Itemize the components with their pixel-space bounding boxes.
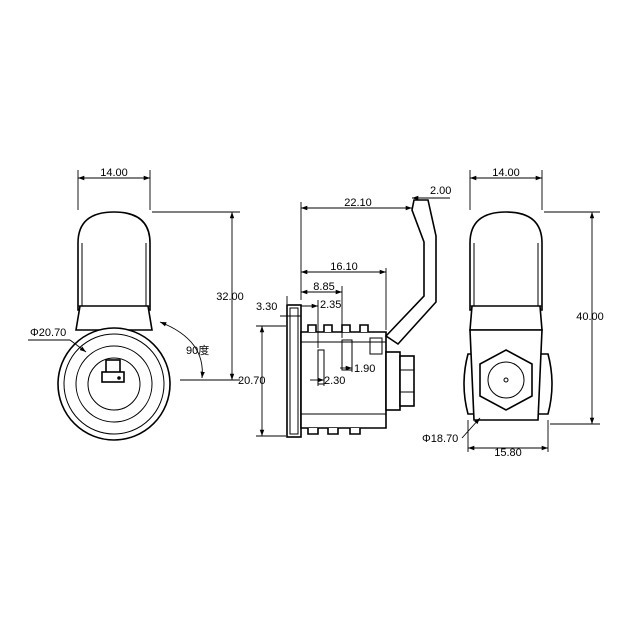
rotation-label: 90度	[186, 343, 209, 357]
rear-width-label: 14.00	[492, 167, 520, 179]
side-gap-label: 2.30	[324, 375, 345, 387]
side-body-length-label: 16.10	[330, 261, 358, 273]
rear-diameter-label: Φ18.70	[422, 433, 458, 445]
side-cam	[384, 199, 437, 346]
side-nut	[385, 351, 401, 411]
front-lock-face	[57, 327, 171, 441]
front-height-label: 32.00	[216, 291, 244, 303]
front-diameter-label: Φ20.70	[30, 327, 66, 339]
side-cam-thickness-label: 2.00	[430, 185, 451, 197]
rear-base-width-label: 15.80	[494, 447, 522, 459]
side-view: 22.10 2.00 16.10 8.85 2.35 3.30 20.70 2.…	[238, 185, 451, 438]
keyhole-icon	[101, 359, 125, 383]
side-step-label: 1.90	[354, 363, 375, 375]
rear-height-label: 40.00	[576, 311, 604, 323]
front-view: 14.00 32.00 Φ20.70 90度	[28, 167, 244, 441]
hex-nut-icon	[479, 349, 533, 411]
front-cam-arm	[77, 211, 151, 311]
rear-cam-arm	[469, 211, 543, 311]
rotation-arrow	[159, 321, 205, 379]
side-groove-label: 2.35	[320, 299, 341, 311]
rear-view: 14.00 40.00 Φ18.70 15.80	[422, 167, 604, 459]
front-width-label: 14.00	[100, 167, 128, 179]
side-height-label: 20.70	[238, 375, 266, 387]
side-body	[300, 331, 387, 429]
side-flange-label: 3.30	[256, 301, 277, 313]
side-overall-length-label: 22.10	[344, 197, 372, 209]
side-thread-length-label: 8.85	[313, 281, 334, 293]
side-flange	[286, 304, 302, 438]
